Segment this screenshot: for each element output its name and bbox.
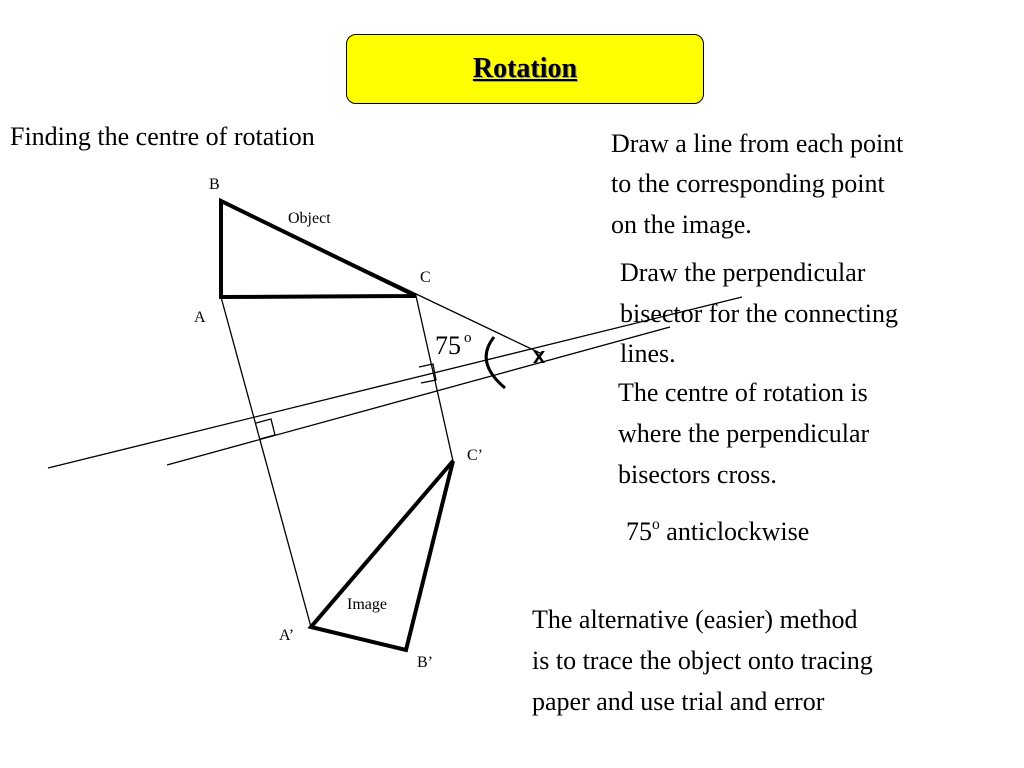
answer-degree-mark: o bbox=[652, 516, 660, 534]
bisector-line-cc bbox=[166, 326, 671, 466]
answer-angle: 75 bbox=[626, 517, 652, 546]
angle-arc bbox=[484, 336, 506, 390]
answer-text: 75o anticlockwise bbox=[626, 512, 809, 552]
angle-degree-mark: o bbox=[464, 330, 472, 346]
heading: Finding the centre of rotation bbox=[10, 122, 315, 151]
step1-line-2: to the corresponding point bbox=[611, 169, 885, 198]
step2-line-2: bisector for the connecting bbox=[620, 299, 898, 328]
step2-line-3: lines. bbox=[620, 339, 676, 368]
label-b-prime: B’ bbox=[417, 654, 433, 671]
step2-line-1: Draw the perpendicular bbox=[620, 258, 866, 287]
label-c: C bbox=[420, 269, 431, 286]
label-image: Image bbox=[347, 596, 387, 613]
step3-line-1: The centre of rotation is bbox=[618, 378, 868, 407]
step1-line-1: Draw a line from each point bbox=[611, 129, 904, 158]
step1-line-3: on the image. bbox=[611, 210, 752, 239]
label-c-prime: C’ bbox=[467, 447, 483, 464]
angle-value: 75 bbox=[435, 331, 461, 360]
right-angle-mark-c bbox=[418, 363, 437, 384]
centre-of-rotation-mark: x bbox=[533, 343, 546, 368]
step3-line-3: bisectors cross. bbox=[618, 460, 777, 489]
connecting-line-a bbox=[220, 296, 312, 628]
connecting-line-c bbox=[415, 295, 454, 462]
title-box: Rotation bbox=[346, 34, 704, 104]
label-object: Object bbox=[288, 210, 331, 227]
object-triangle bbox=[219, 197, 417, 300]
answer-direction: anticlockwise bbox=[659, 517, 810, 546]
image-triangle bbox=[307, 459, 455, 653]
alternative-line-3: paper and use trial and error bbox=[532, 687, 825, 716]
label-b: B bbox=[209, 176, 220, 193]
step3-line-2: where the perpendicular bbox=[618, 419, 870, 448]
page-title: Rotation bbox=[472, 53, 578, 84]
alternative-line-1: The alternative (easier) method bbox=[532, 605, 858, 634]
alternative-line-2: is to trace the object onto tracing bbox=[532, 646, 873, 675]
bisector-line-aa bbox=[47, 296, 743, 469]
label-a: A bbox=[194, 309, 206, 326]
label-a-prime: A’ bbox=[279, 627, 294, 644]
right-angle-mark-a bbox=[255, 418, 276, 440]
